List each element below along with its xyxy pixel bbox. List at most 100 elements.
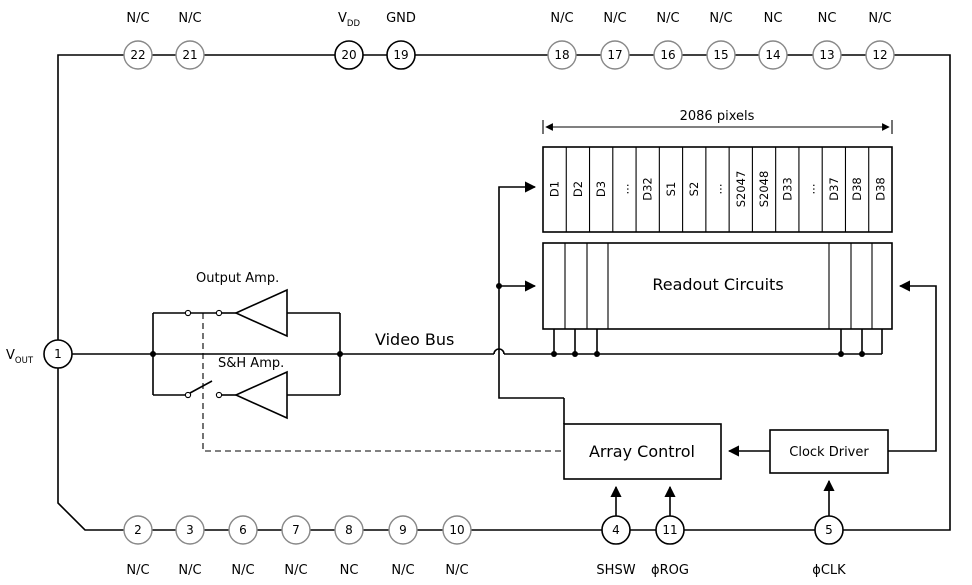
pin-number: 7 (292, 523, 300, 537)
pin-number: 12 (872, 48, 887, 62)
pixel-array: D1 D2 D3... D32 S1 S2... S2047 S2048 D33... D37 D3… (542, 146, 893, 233)
pin-number: 4 (612, 523, 620, 537)
pin-label: N/C (231, 563, 254, 578)
readout-circuits-block: Readout Circuits (542, 242, 893, 330)
pin-number: 14 (765, 48, 780, 62)
pin-14: 14 NC (758, 11, 788, 70)
sh-switch-icon (189, 380, 213, 394)
pin-9: 9N/C (388, 515, 418, 578)
pin-12: 12 N/C (865, 11, 895, 70)
pixel-cell-label: S2048 (757, 171, 771, 208)
pin-label: N/C (126, 11, 149, 26)
pin-label: N/C (178, 563, 201, 578)
pin-label: N/C (868, 11, 891, 26)
pin-label: N/C (284, 563, 307, 578)
pin-number: 17 (607, 48, 622, 62)
pixel-cell-label: D33 (780, 177, 794, 201)
pin-11: 11 ϕROG (651, 515, 689, 578)
pin-label: N/C (391, 563, 414, 578)
output-amp-label: Output Amp. (196, 271, 279, 286)
array-control-label: Array Control (589, 442, 695, 461)
clock-driver-label: Clock Driver (789, 445, 869, 460)
pin-number: 8 (345, 523, 353, 537)
clock-driver-block: Clock Driver (769, 429, 889, 474)
pin-15: 15 N/C (706, 11, 736, 70)
pin-label: ϕCLK (812, 563, 846, 578)
pin-label: N/C (709, 11, 732, 26)
pixel-cell-label: S1 (664, 182, 678, 197)
pin-number: 18 (554, 48, 569, 62)
pixel-cell-label: D3 (594, 181, 608, 197)
sh-amp-icon (234, 370, 288, 420)
array-control-block: Array Control (563, 423, 722, 480)
pixel-cell-label: D2 (571, 181, 585, 197)
pin-label-vout: VOUT (6, 348, 34, 366)
pin-1-vout: 1 VOUT (6, 339, 73, 369)
pixel-cell-label: D37 (827, 177, 841, 201)
pin-label: NC (818, 11, 837, 26)
pin-number: 3 (186, 523, 194, 537)
pixel-count-label: 2086 pixels (680, 109, 755, 124)
pin-10: 10N/C (442, 515, 472, 578)
pin-number: 11 (662, 523, 677, 537)
pin-number: 6 (239, 523, 247, 537)
control-wiring (496, 181, 937, 516)
package-outline (57, 54, 951, 531)
pixel-cell-label: S2047 (734, 171, 748, 208)
amplifier-section: Output Amp. S&H Amp. (150, 271, 564, 452)
pin-label: ϕROG (651, 563, 689, 578)
pin-label: N/C (656, 11, 679, 26)
pin-label: N/C (126, 563, 149, 578)
pin-number: 21 (182, 48, 197, 62)
pin-number: 20 (341, 48, 356, 62)
pixel-cell-label: D1 (548, 181, 562, 197)
video-bus-label: Video Bus (375, 330, 454, 349)
pixel-array-box (542, 146, 893, 233)
pin-label: NC (340, 563, 359, 578)
pin-number: 13 (819, 48, 834, 62)
pin-number: 2 (134, 523, 142, 537)
readout-taps (551, 329, 883, 357)
pin-5: 5 ϕCLK (812, 515, 846, 578)
pin-number: 15 (713, 48, 728, 62)
pin-label: VDD (338, 11, 360, 29)
pixel-cell-label: D38 (850, 177, 864, 201)
pin-number: 22 (130, 48, 145, 62)
shsw-control-dashed-line (202, 313, 564, 452)
pixel-count-dimension: 2086 pixels (542, 109, 893, 134)
pin-number: 5 (825, 523, 833, 537)
pin-16: 16 N/C (653, 11, 683, 70)
pin-label: NC (764, 11, 783, 26)
pixel-cell-label: D32 (641, 177, 655, 201)
pin-13: 13 NC (812, 11, 842, 70)
pin-6: 6N/C (228, 515, 258, 578)
output-amp-icon (234, 288, 288, 338)
top-pin-row: 22N/C21N/C20VDD19GND18N/C17N/C16N/C15N/C… (123, 11, 895, 70)
pin-label: N/C (178, 11, 201, 26)
pin-20: 20 VDD (334, 11, 364, 70)
pin-8: 8NC (334, 515, 364, 578)
pixel-cell-label: ... (711, 184, 725, 195)
pin-label: SHSW (596, 563, 635, 578)
pin-22: 22 N/C (123, 11, 153, 70)
video-bus: Video Bus (72, 330, 882, 357)
sh-amp-label: S&H Amp. (218, 356, 284, 371)
pin-number: 16 (660, 48, 675, 62)
pixel-cell-label: S2 (687, 182, 701, 197)
pin-3: 3N/C (175, 515, 205, 578)
bottom-pin-row: 2N/C3N/C6N/C7N/C8NC9N/C10N/C4SHSW11ϕROG5… (123, 515, 846, 578)
pixel-cell-label: ... (617, 184, 631, 195)
pin-7: 7N/C (281, 515, 311, 578)
pixel-cell-label: D38 (873, 177, 887, 201)
pin-21: 21 N/C (175, 11, 205, 70)
pin-2: 2N/C (123, 515, 153, 578)
readout-circuits-label: Readout Circuits (652, 275, 783, 294)
pin-number: 9 (399, 523, 407, 537)
pin-18: 18N/C (547, 11, 577, 70)
pin-label: GND (386, 11, 416, 26)
pixel-cell-label: ... (804, 184, 818, 195)
pin-label: N/C (603, 11, 626, 26)
